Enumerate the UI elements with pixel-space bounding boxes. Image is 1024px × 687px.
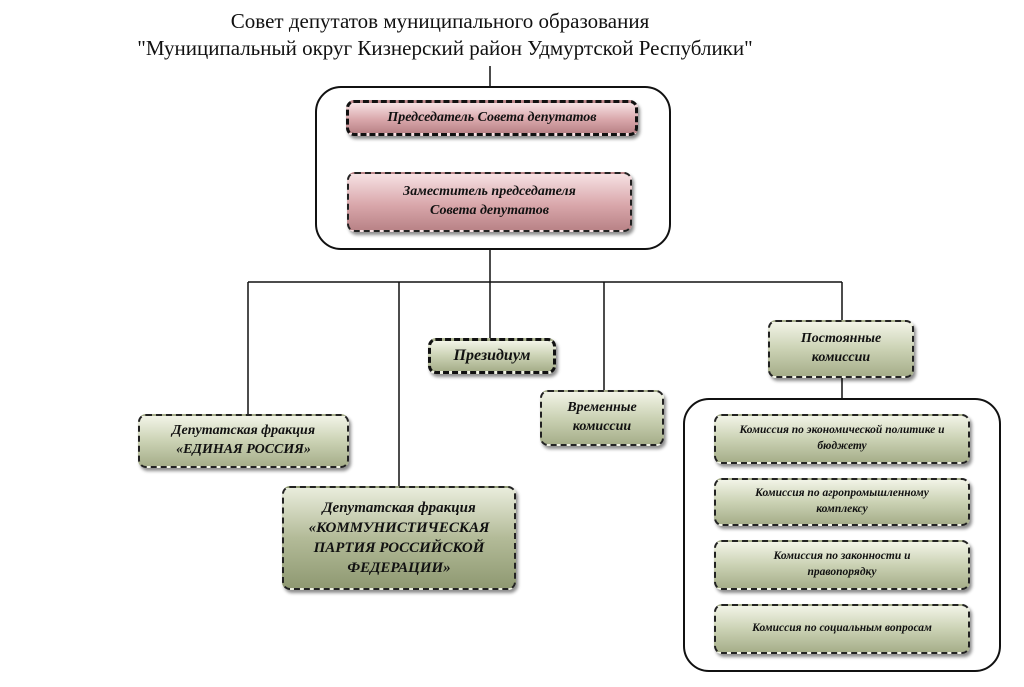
commission-agro-industrial-complex: Комиссия по агропромышленному комплексу [714, 478, 970, 526]
commission-social-issues: Комиссия по социальным вопросам [714, 604, 970, 654]
faction-kprf-node: Депутатская фракция «КОММУНИСТИЧЕСКАЯ ПА… [282, 486, 516, 590]
chairman-node: Председатель Совета депутатов [346, 100, 638, 136]
faction-united-russia-node: Депутатская фракция «ЕДИНАЯ РОССИЯ» [138, 414, 349, 468]
commission-economic-policy-budget: Комиссия по экономической политике и бюд… [714, 414, 970, 464]
presidium-node: Президиум [428, 338, 556, 374]
deputy-chairman-node: Заместитель председателя Совета депутато… [347, 172, 632, 232]
commission-law-and-order: Комиссия по законности и правопорядку [714, 540, 970, 590]
temporary-commissions-node: Временные комиссии [540, 390, 664, 446]
diagram-title-line-1: Совет депутатов муниципального образован… [230, 9, 650, 33]
permanent-commissions-node: Постоянные комиссии [768, 320, 914, 378]
diagram-title-line-2: "Муниципальный округ Кизнерский район Уд… [137, 36, 753, 60]
